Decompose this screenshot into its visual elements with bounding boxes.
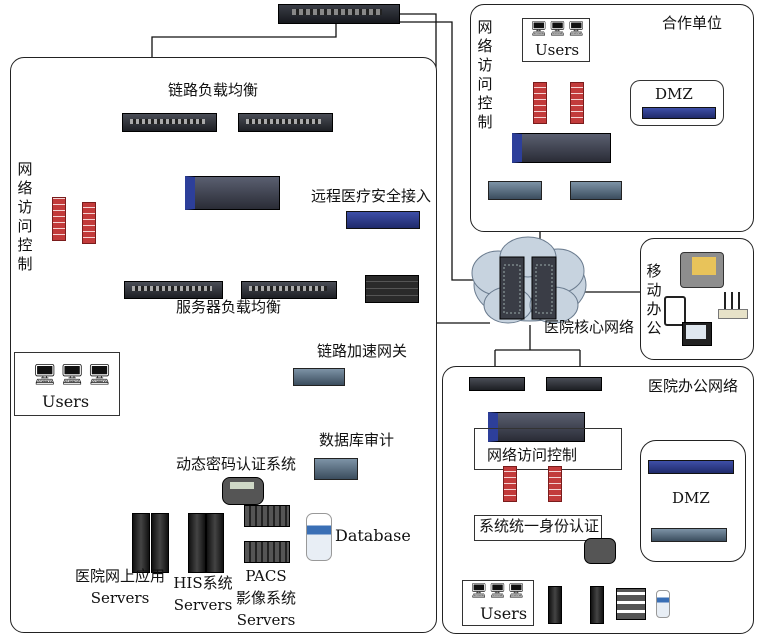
link-accel-gateway-icon [293,368,345,386]
office-users-label: Users [480,604,528,623]
telemedicine-gateway-icon [346,211,420,229]
partner-users-label: Users [535,41,580,59]
his-server-2-icon [206,513,224,573]
identity-auth-label: 系统统一身份认证 [479,517,600,535]
pacs-storage-1-icon [244,505,290,527]
wifi-ap-icon [718,292,748,319]
identity-auth-box [474,515,602,541]
db-audit-device-icon [314,458,358,480]
left-users-box [14,352,120,416]
partner-dmz-device-icon [642,107,716,119]
office-lb-1-icon [469,377,525,391]
pacs-label-2: 影像系统 [235,589,296,607]
partner-nac-label: 网络访问控制 [477,18,493,131]
office-storage-icon [616,588,646,620]
office-dmz-device-1-icon [648,460,734,474]
his-label-2: Servers [173,596,233,614]
database-icon [306,513,332,561]
rack-server-icon [365,275,419,303]
db-audit-label: 数据库审计 [319,431,395,449]
office-users-box [462,580,534,626]
office-database-icon [656,590,670,618]
identity-token-icon [584,538,616,564]
office-firewall-2-icon [548,466,562,502]
database-label: Database [335,526,411,545]
otp-token-screen [230,482,254,489]
office-switch-icon [488,412,585,442]
link-lb-label: 链路负载均衡 [168,81,259,99]
pacs-label-3: Servers [236,611,296,629]
partner-title: 合作单位 [662,14,723,32]
office-dmz-device-2-icon [651,528,727,542]
his-server-1-icon [188,513,206,573]
web-app-label-2: Servers [90,589,150,607]
partner-firewall-2-icon [570,82,584,124]
link-accel-label: 链路加速网关 [317,342,408,360]
partner-switch-icon [512,133,611,163]
tablet-icon [664,296,686,326]
partner-firewall-1-icon [533,82,547,124]
office-dmz-label: DMZ [672,489,710,507]
partner-server-2-icon [570,181,622,200]
web-app-server-2-icon [151,513,169,573]
link-lb-ports-2 [246,119,321,124]
office-pcs-icon: 🖥🖥🖥 [470,583,527,599]
core-network-cloud-icon [471,236,587,324]
server-lb-ports-1 [132,286,212,291]
partner-pcs-icon: 🖥🖥🖥 [530,21,587,37]
left-nac-label: 网络访问控制 [17,160,33,273]
server-lb-label: 服务器负载均衡 [176,298,282,316]
pacs-storage-2-icon [244,541,290,563]
firewall-left-2-icon [82,202,96,244]
laptop-screen [686,325,706,339]
core-network-label: 医院核心网络 [544,318,635,336]
left-users-label: Users [42,392,90,411]
ip-phone-screen [692,257,716,275]
partner-dmz-label: DMZ [655,85,693,103]
office-title: 医院办公网络 [648,377,739,395]
pacs-label-1: PACS [245,567,287,585]
partner-users-box [522,18,590,62]
server-lb-ports-2 [249,286,327,291]
web-app-label-1: 医院网上应用 [74,567,165,585]
his-label-1: HIS系统 [173,574,233,592]
left-pcs-icon: 🖥🖥🖥 [32,362,115,386]
partner-server-1-icon [488,181,542,200]
router-ports [292,9,382,15]
mobile-title: 移动办公 [646,262,662,337]
firewall-left-1-icon [52,197,66,241]
office-lb-2-icon [546,377,602,391]
office-nac-label: 网络访问控制 [487,446,578,464]
otp-auth-label: 动态密码认证系统 [176,455,297,473]
telemedicine-label: 远程医疗安全接入 [311,187,432,205]
link-lb-ports-1 [130,119,205,124]
office-firewall-1-icon [503,466,517,502]
core-switch-icon [185,176,280,210]
web-app-server-1-icon [132,513,150,573]
office-server-2-icon [590,586,604,624]
office-server-1-icon [548,586,562,624]
otp-token-icon [222,477,264,505]
